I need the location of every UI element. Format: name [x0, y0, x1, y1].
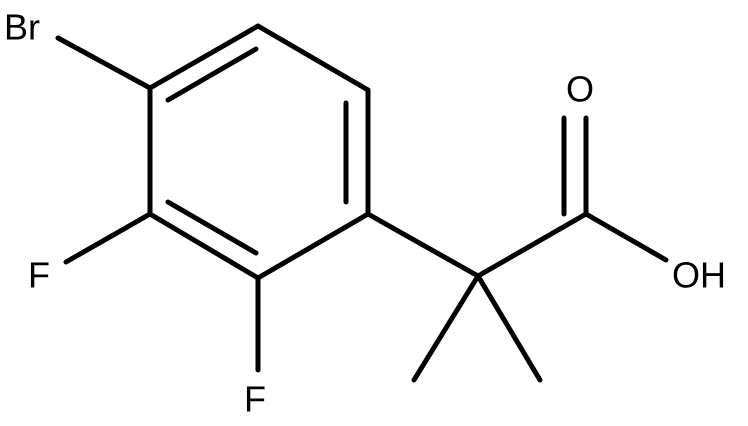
bond-c4-br: [55, 35, 153, 91]
bond-ring-inner-c4-c5: [165, 46, 259, 103]
atom-label-f-upper: F: [28, 255, 50, 296]
atom-label-oh: OH: [672, 255, 726, 296]
atom-label-br: Br: [4, 7, 40, 48]
bond-ring-c2-c3: [147, 211, 261, 281]
atom-label-f-lower: F: [244, 379, 266, 420]
bond-c3-f: [63, 211, 153, 265]
bond-ring-inner-c2-c3: [165, 199, 259, 256]
bond-quaternary-c-carboxyl: [475, 211, 589, 279]
bond-ring-c1-c2: [255, 211, 371, 281]
bond-ring-c5-c6: [255, 23, 371, 93]
bond-methyl-right: [475, 273, 543, 383]
bond-methyl-left: [411, 273, 481, 383]
bond-c-oh: [583, 211, 669, 263]
bond-c1-quaternary-c: [365, 211, 481, 279]
atom-label-o-carbonyl: O: [566, 69, 594, 110]
bond-ring-c4-c5: [147, 23, 261, 91]
